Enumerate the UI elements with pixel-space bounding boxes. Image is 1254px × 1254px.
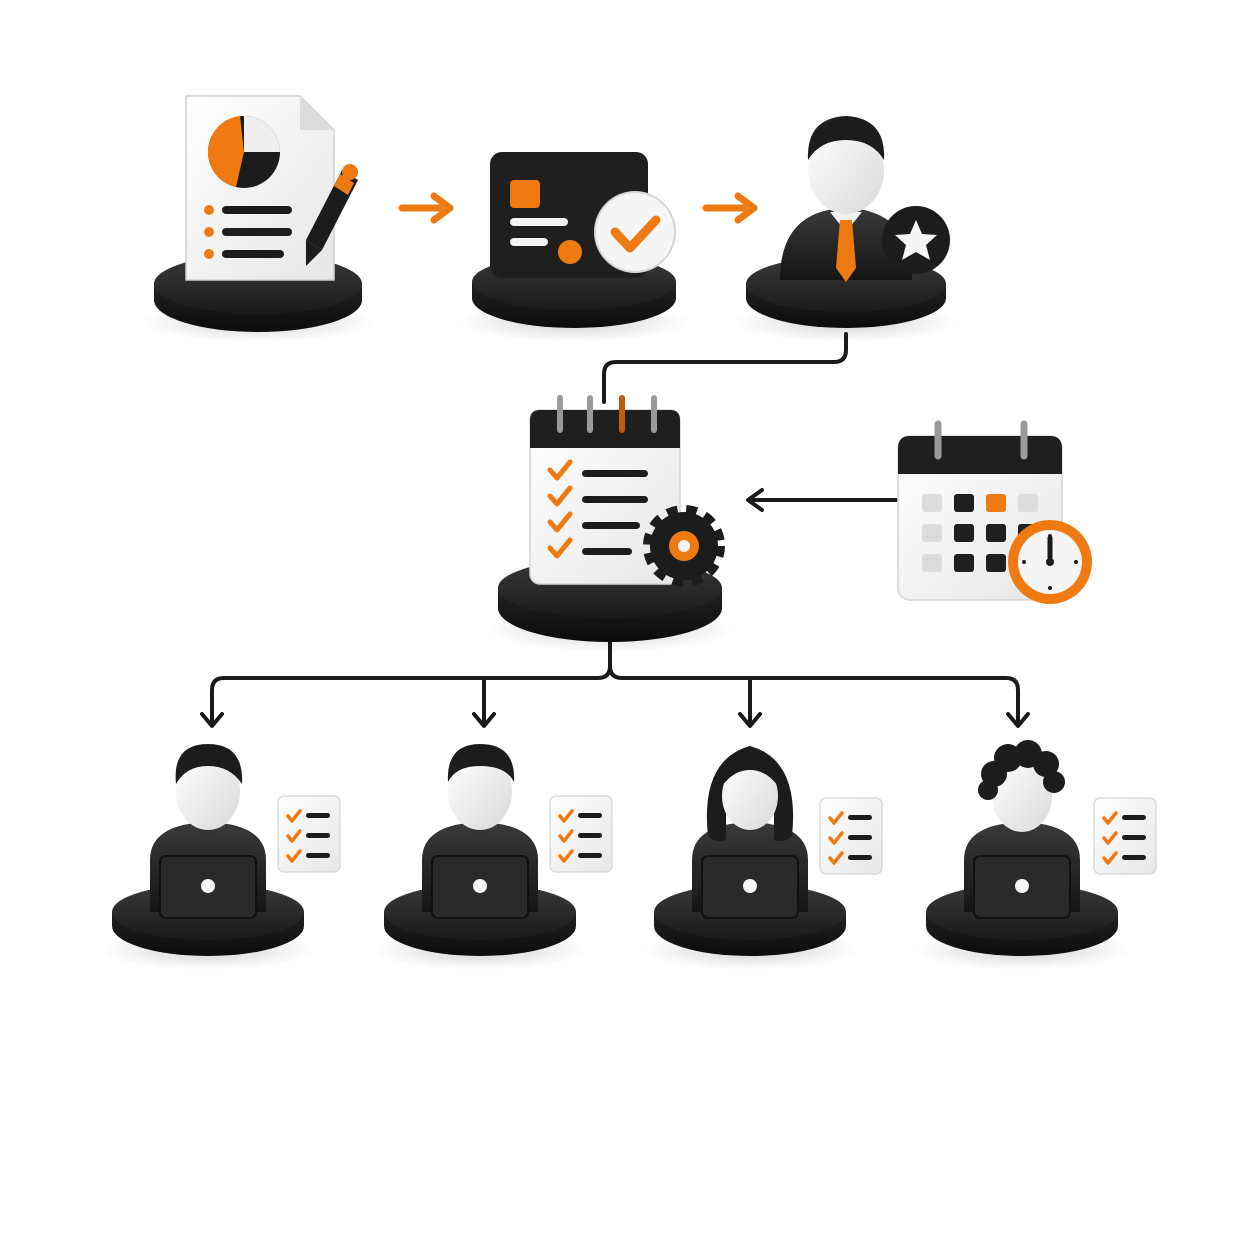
card-checkmark-icon — [490, 152, 676, 278]
task-list-icon — [1093, 797, 1157, 875]
task-list-icon — [549, 795, 613, 873]
worker-laptop-icon — [422, 744, 538, 919]
node-planner — [486, 395, 734, 652]
clock-icon — [1008, 520, 1092, 604]
node-manager — [734, 116, 958, 342]
arrow-schedule-to-planner — [746, 488, 898, 512]
checklist — [547, 459, 648, 559]
curly-hair — [978, 740, 1065, 800]
calendar-grid — [922, 494, 1038, 572]
pen-icon — [306, 164, 358, 266]
manager-star-badge-icon — [780, 116, 950, 282]
arrow-approval-to-manager — [702, 192, 758, 224]
connectors — [200, 192, 1030, 728]
node-worker-3 — [642, 746, 883, 970]
node-worker-2 — [372, 744, 613, 970]
node-report — [140, 95, 376, 342]
report-document-pen-icon — [185, 95, 358, 281]
line-manager-to-planner — [602, 332, 848, 404]
node-worker-1 — [100, 744, 341, 970]
gear-icon — [643, 505, 725, 587]
task-list-icon — [277, 795, 341, 873]
node-schedule — [897, 420, 1092, 604]
arrow-report-to-approval — [398, 192, 454, 224]
node-worker-4 — [914, 740, 1157, 970]
worker-laptop-icon — [692, 746, 808, 919]
node-approval — [458, 152, 690, 342]
task-list-icon — [819, 797, 883, 875]
worker-laptop-icon — [150, 744, 266, 919]
calendar-clock-icon — [897, 420, 1092, 604]
fanout-planner-to-workers — [200, 638, 1030, 728]
checklist-planner-gear-icon — [529, 395, 725, 587]
worker-laptop-icon — [964, 740, 1080, 919]
